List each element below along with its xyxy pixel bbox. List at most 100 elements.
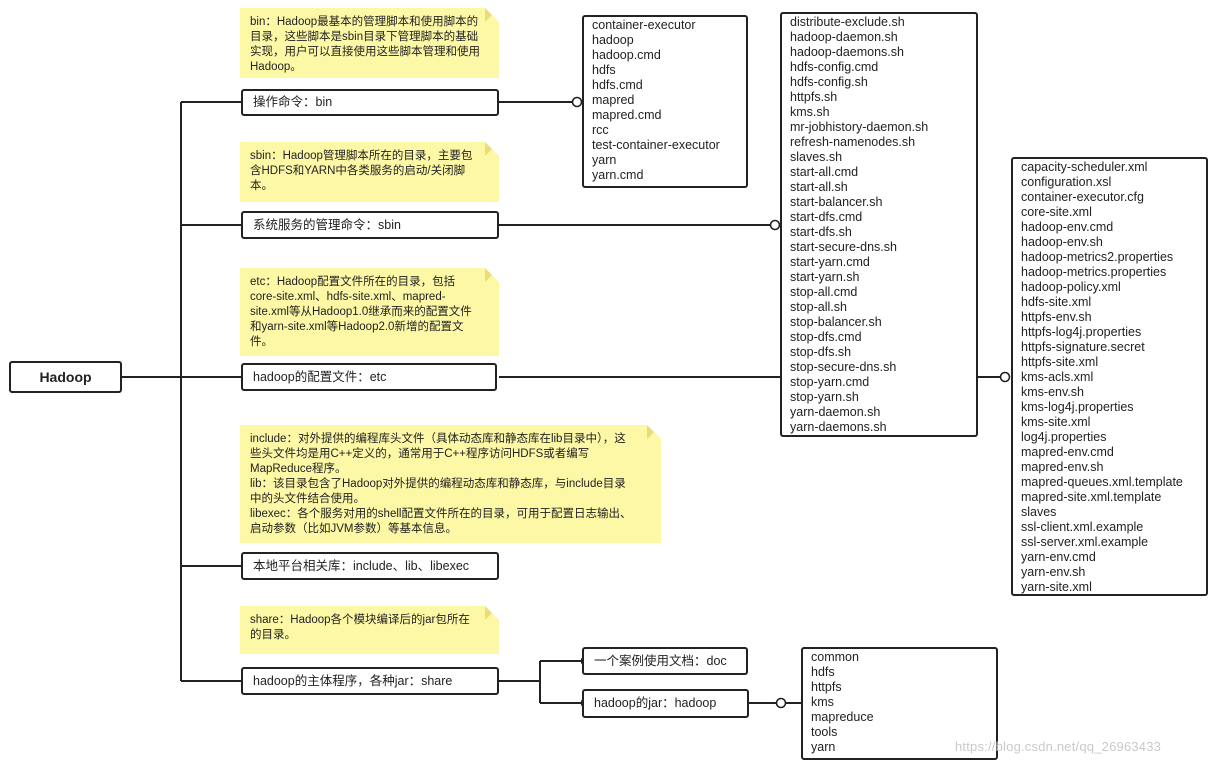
node-bin[interactable]: 操作命令：bin xyxy=(241,89,499,116)
list-item: test-container-executor xyxy=(592,138,720,152)
note-bin: bin：Hadoop最基本的管理脚本和使用脚本的 目录，这些脚本是sbin目录下… xyxy=(240,8,499,78)
list-item: slaves.sh xyxy=(790,150,843,164)
note-etc-line: 和yarn-site.xml等Hadoop2.0新增的配置文 xyxy=(250,321,464,333)
note-sbin: sbin：Hadoop管理脚本所在的目录，主要包 含HDFS和YARN中各类服务… xyxy=(240,142,499,202)
list-item: configuration.xsl xyxy=(1021,175,1112,189)
list-item: mapred-site.xml.template xyxy=(1021,490,1162,504)
list-item: log4j.properties xyxy=(1021,430,1107,444)
list-item: kms.sh xyxy=(790,105,830,119)
node-native-libs[interactable]: 本地平台相关库：include、lib、libexec xyxy=(241,552,499,580)
list-item: kms xyxy=(811,695,834,709)
list-item: distribute-exclude.sh xyxy=(790,15,905,29)
watermark: https://blog.csdn.net/qq_26963433 xyxy=(955,739,1162,754)
list-item: container-executor.cfg xyxy=(1021,190,1144,204)
list-item: httpfs-env.sh xyxy=(1021,310,1092,324)
note-sbin-line: sbin：Hadoop管理脚本所在的目录，主要包 xyxy=(250,150,473,162)
list-item: start-balancer.sh xyxy=(790,195,883,209)
node-sbin-label: 系统服务的管理命令：sbin xyxy=(253,217,401,232)
list-item: mapred xyxy=(592,93,635,107)
list-item: hadoop-env.cmd xyxy=(1021,220,1114,234)
share-hadoop-file-list: common hdfs httpfs kms mapreduce tools y… xyxy=(801,647,998,760)
note-etc-line: site.xml等从Hadoop1.0继承而来的配置文件 xyxy=(250,306,472,318)
list-item: mapred-env.cmd xyxy=(1021,445,1114,459)
root-node-label: Hadoop xyxy=(39,368,92,385)
list-item: hadoop-daemons.sh xyxy=(790,45,904,59)
note-share-line: 的目录。 xyxy=(250,629,296,641)
list-item: start-all.sh xyxy=(790,180,848,194)
list-item: hadoop-daemon.sh xyxy=(790,30,898,44)
list-item: common xyxy=(811,650,859,664)
list-item: kms-acls.xml xyxy=(1021,370,1094,384)
node-share-label: hadoop的主体程序，各种jar：share xyxy=(253,673,453,688)
list-item: stop-balancer.sh xyxy=(790,315,882,329)
node-doc-label: 一个案例使用文档：doc xyxy=(594,653,727,668)
note-native-line: 启动参数（比如JVM参数）等基本信息。 xyxy=(250,523,457,535)
list-item: yarn-env.sh xyxy=(1021,565,1086,579)
list-item: httpfs-log4j.properties xyxy=(1021,325,1142,339)
list-item: start-all.cmd xyxy=(790,165,859,179)
note-etc-line: core-site.xml、hdfs-site.xml、mapred- xyxy=(250,291,446,303)
list-item: stop-all.sh xyxy=(790,300,847,314)
list-item: hdfs-config.sh xyxy=(790,75,868,89)
note-bin-line: 目录，这些脚本是sbin目录下管理脚本的基础 xyxy=(250,31,479,43)
list-item: hdfs-config.cmd xyxy=(790,60,879,74)
note-native-line: 些头文件均是用C++定义的，通常用于C++程序访问HDFS或者编写 xyxy=(250,448,590,460)
note-native-line: MapReduce程序。 xyxy=(250,463,347,475)
list-item: stop-yarn.sh xyxy=(790,390,859,404)
list-item: ssl-server.xml.example xyxy=(1021,535,1149,549)
list-item: mapred-queues.xml.template xyxy=(1021,475,1183,489)
node-sbin[interactable]: 系统服务的管理命令：sbin xyxy=(241,211,499,239)
list-item: stop-dfs.cmd xyxy=(790,330,862,344)
node-etc-label: hadoop的配置文件：etc xyxy=(253,369,387,384)
node-share[interactable]: hadoop的主体程序，各种jar：share xyxy=(241,667,499,695)
list-item: stop-secure-dns.sh xyxy=(790,360,897,374)
note-sbin-line: 含HDFS和YARN中各类服务的启动/关闭脚 xyxy=(250,165,466,177)
bin-file-list: container-executor hadoop hadoop.cmd hdf… xyxy=(582,15,748,188)
list-item: start-secure-dns.sh xyxy=(790,240,897,254)
node-hadoop-jar[interactable]: hadoop的jar：hadoop xyxy=(582,689,749,718)
list-item: start-dfs.cmd xyxy=(790,210,863,224)
list-item: refresh-namenodes.sh xyxy=(790,135,916,149)
list-item: kms-site.xml xyxy=(1021,415,1091,429)
list-item: yarn-site.xml xyxy=(1021,580,1092,594)
list-item: mr-jobhistory-daemon.sh xyxy=(790,120,929,134)
note-bin-line: 实现，用户可以直接使用这些脚本管理和使用 xyxy=(250,46,480,58)
list-item: hadoop.cmd xyxy=(592,48,661,62)
node-etc[interactable]: hadoop的配置文件：etc xyxy=(241,363,497,391)
list-item: httpfs.sh xyxy=(790,90,838,104)
note-etc-line: etc：Hadoop配置文件所在的目录，包括 xyxy=(250,276,456,288)
list-item: hadoop-metrics2.properties xyxy=(1021,250,1174,264)
list-item: mapred.cmd xyxy=(592,108,662,122)
list-item: hdfs-site.xml xyxy=(1021,295,1092,309)
list-item: yarn xyxy=(811,740,836,754)
list-item: slaves xyxy=(1021,505,1057,519)
list-item: stop-yarn.cmd xyxy=(790,375,870,389)
list-item: yarn.cmd xyxy=(592,168,644,182)
list-item: yarn-daemon.sh xyxy=(790,405,881,419)
list-item: httpfs-signature.secret xyxy=(1021,340,1145,354)
list-item: hadoop-policy.xml xyxy=(1021,280,1121,294)
list-item: start-dfs.sh xyxy=(790,225,852,239)
list-item: kms-env.sh xyxy=(1021,385,1084,399)
list-item: stop-dfs.sh xyxy=(790,345,852,359)
root-node[interactable]: Hadoop xyxy=(9,361,122,393)
list-item: hadoop-metrics.properties xyxy=(1021,265,1167,279)
list-item: hdfs.cmd xyxy=(592,78,643,92)
list-item: core-site.xml xyxy=(1021,205,1092,219)
node-native-libs-label: 本地平台相关库：include、lib、libexec xyxy=(253,558,470,573)
etc-file-list: capacity-scheduler.xml configuration.xsl… xyxy=(1011,157,1208,596)
list-item: capacity-scheduler.xml xyxy=(1021,160,1148,174)
note-share-line: share：Hadoop各个模块编译后的jar包所在 xyxy=(250,614,470,626)
list-item: hadoop xyxy=(592,33,634,47)
list-item: start-yarn.sh xyxy=(790,270,860,284)
note-sbin-line: 本。 xyxy=(250,180,273,192)
list-item: httpfs xyxy=(811,680,842,694)
node-doc[interactable]: 一个案例使用文档：doc xyxy=(582,647,748,675)
note-bin-line: bin：Hadoop最基本的管理脚本和使用脚本的 xyxy=(250,16,479,28)
note-native: include：对外提供的编程库头文件（具体动态库和静态库在lib目录中），这 … xyxy=(240,425,661,543)
list-item: start-yarn.cmd xyxy=(790,255,870,269)
list-item: kms-log4j.properties xyxy=(1021,400,1134,414)
note-etc: etc：Hadoop配置文件所在的目录，包括 core-site.xml、hdf… xyxy=(240,268,499,356)
sbin-file-list: distribute-exclude.sh hadoop-daemon.sh h… xyxy=(780,12,978,437)
note-bin-line: Hadoop。 xyxy=(250,61,302,73)
